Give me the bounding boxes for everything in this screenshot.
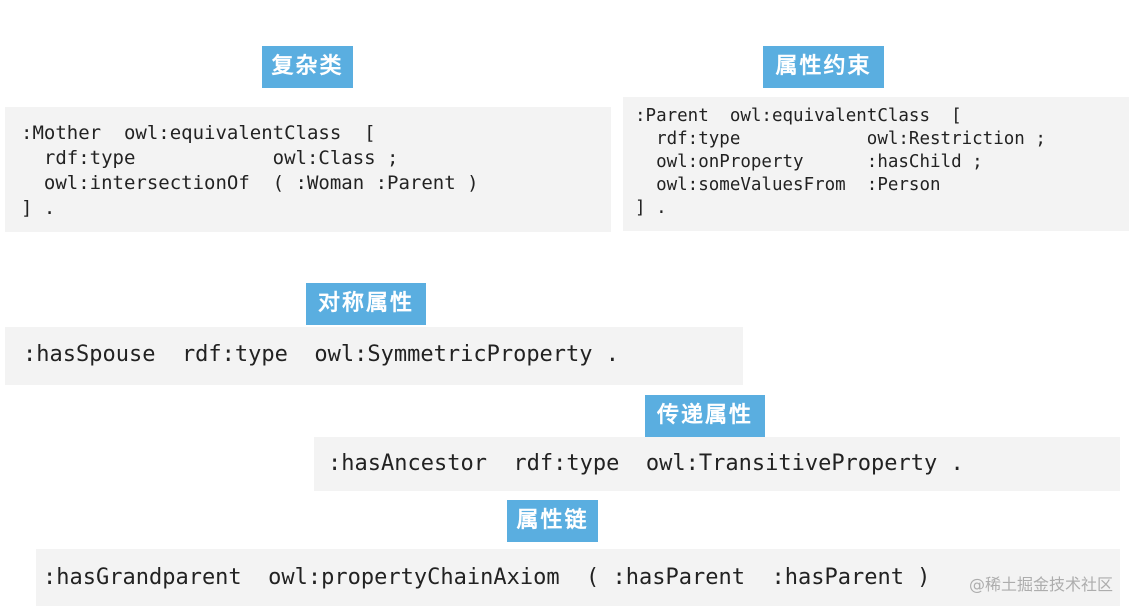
label-property-restriction: 属性约束	[763, 46, 884, 88]
watermark-text: @稀土掘金技术社区	[968, 575, 1113, 594]
label-property-chain: 属性链	[507, 500, 598, 542]
code-block-property-chain: :hasGrandparent owl:propertyChainAxiom (…	[36, 549, 1120, 606]
code-block-property-restriction: :Parent owl:equivalentClass [ rdf:type o…	[623, 97, 1129, 231]
label-symmetric-property: 对称属性	[306, 283, 426, 325]
label-complex-class: 复杂类	[262, 46, 353, 88]
code-block-transitive-property: :hasAncestor rdf:type owl:TransitiveProp…	[314, 437, 1120, 491]
code-block-symmetric-property: :hasSpouse rdf:type owl:SymmetricPropert…	[5, 327, 743, 385]
code-block-complex-class: :Mother owl:equivalentClass [ rdf:type o…	[5, 107, 611, 232]
label-transitive-property: 传递属性	[645, 395, 765, 437]
